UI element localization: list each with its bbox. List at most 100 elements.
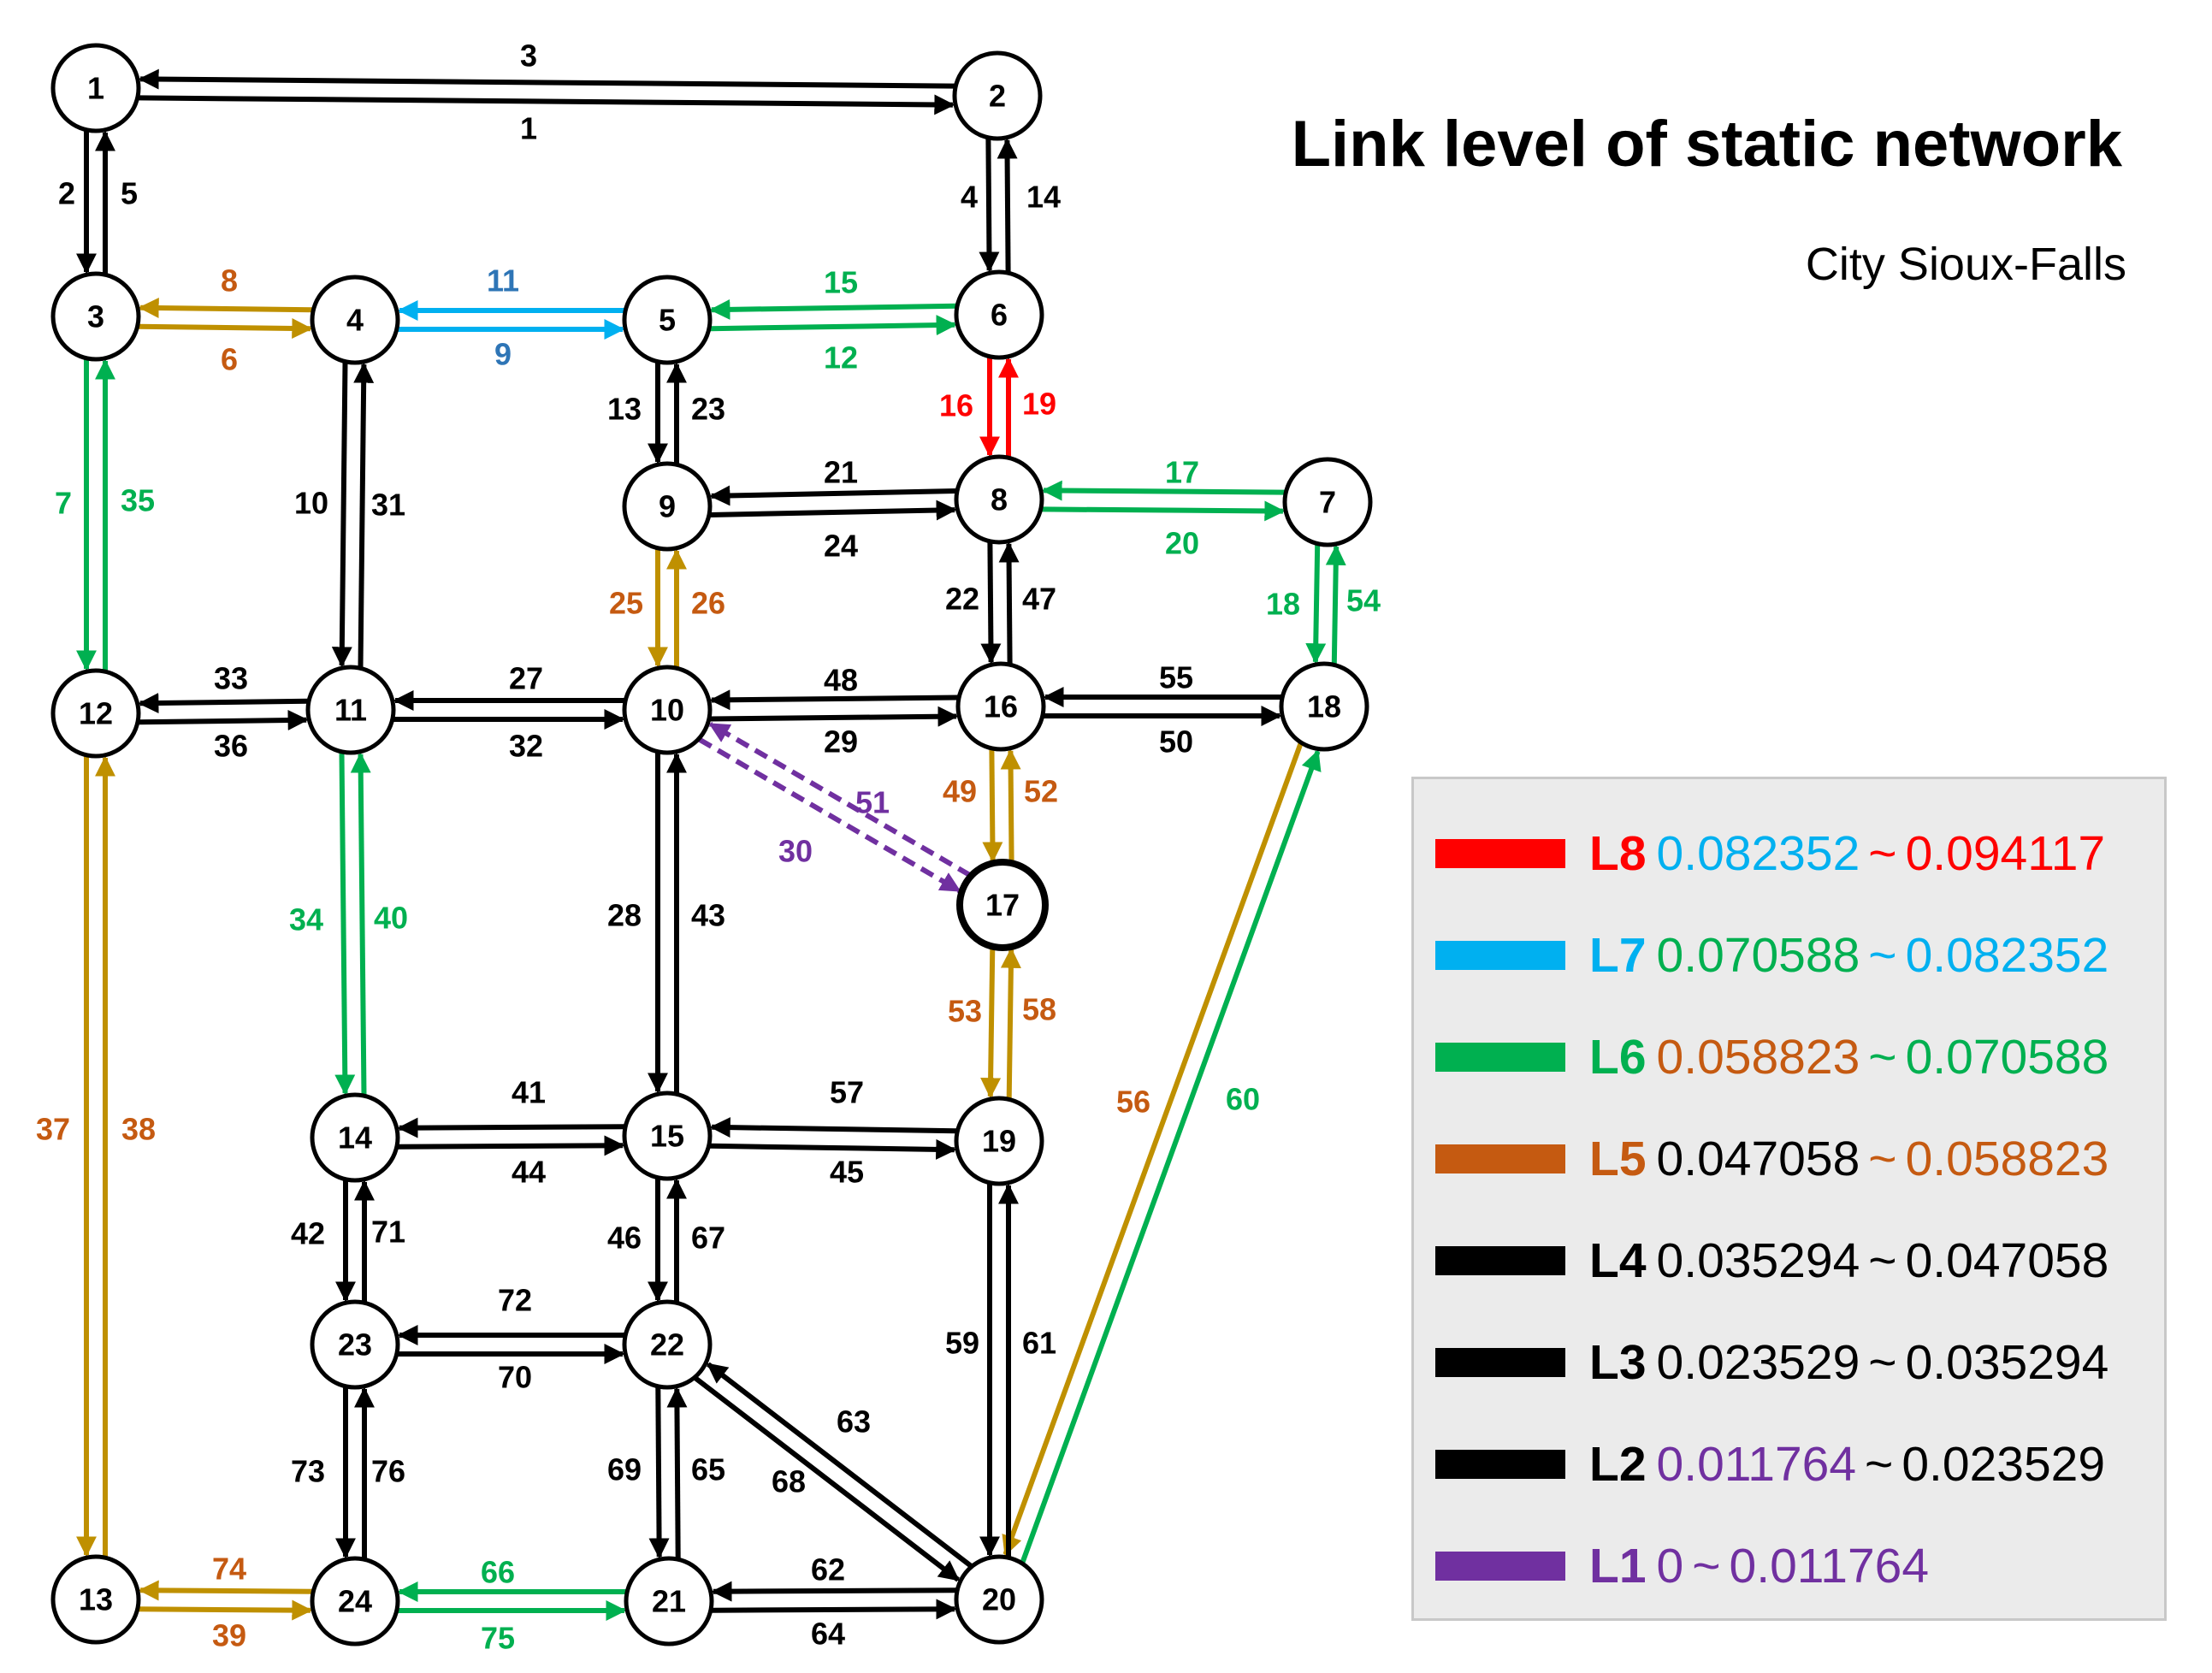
link-label-75: 75 <box>481 1621 515 1656</box>
legend-range-separator: ~ <box>1868 1030 1897 1085</box>
link-10-arrow <box>331 362 352 668</box>
node-3: 3 <box>50 271 141 362</box>
node-label-9: 9 <box>659 489 676 524</box>
legend-range-separator: ~ <box>1692 1539 1721 1593</box>
node-label-20: 20 <box>982 1582 1016 1617</box>
link-label-25: 25 <box>609 586 643 621</box>
link-label-8: 8 <box>221 263 238 299</box>
node-label-16: 16 <box>984 689 1018 724</box>
legend-range-high: 0.023529 <box>1901 1437 2106 1492</box>
node-1: 1 <box>50 43 141 133</box>
link-47-arrow <box>998 541 1020 664</box>
legend-range-high: 0.047058 <box>1905 1233 2109 1288</box>
link-label-24: 24 <box>824 529 858 564</box>
legend-level-label: L5 <box>1589 1132 1647 1186</box>
node-circle-7 <box>1282 457 1373 547</box>
legend-range-high: 0.011764 <box>1729 1539 1930 1593</box>
node-label-19: 19 <box>982 1124 1016 1159</box>
legend-range-low: 0 <box>1656 1539 1684 1593</box>
link-label-43: 43 <box>691 898 725 933</box>
link-49-arrow <box>982 749 1003 863</box>
node-label-21: 21 <box>652 1584 686 1619</box>
node-circle-15 <box>622 1091 713 1181</box>
node-circle-4 <box>310 275 400 365</box>
link-1-arrow <box>138 94 955 115</box>
node-circle-6 <box>954 269 1044 360</box>
node-label-17: 17 <box>985 888 1020 923</box>
legend-level-label: L4 <box>1589 1233 1647 1288</box>
link-label-17: 17 <box>1165 455 1199 490</box>
link-label-28: 28 <box>607 898 642 933</box>
link-6-arrow <box>138 318 313 340</box>
link-34-arrow <box>334 753 356 1096</box>
link-53-arrow <box>980 947 1002 1099</box>
node-11: 11 <box>305 665 396 755</box>
link-label-45: 45 <box>830 1155 864 1190</box>
legend-level-label: L6 <box>1589 1030 1647 1085</box>
link-label-9: 9 <box>494 337 512 372</box>
link-36-arrow <box>139 709 309 730</box>
link-29-arrow <box>710 706 959 727</box>
link-label-44: 44 <box>512 1155 546 1190</box>
link-label-76: 76 <box>371 1454 405 1489</box>
legend-range-high: 0.082352 <box>1905 928 2109 983</box>
node-circle-3 <box>50 271 141 362</box>
link-label-49: 49 <box>943 774 977 809</box>
link-39-arrow <box>138 1599 313 1621</box>
node-circle-20 <box>954 1554 1044 1645</box>
link-label-37: 37 <box>36 1112 70 1147</box>
link-label-18: 18 <box>1266 587 1300 622</box>
node-circle-21 <box>624 1556 714 1646</box>
node-4: 4 <box>310 275 400 365</box>
node-circle-19 <box>954 1096 1044 1186</box>
link-label-73: 73 <box>291 1454 325 1489</box>
link-label-63: 63 <box>837 1404 871 1439</box>
node-circle-11 <box>305 665 396 755</box>
node-label-8: 8 <box>991 482 1008 517</box>
link-label-50: 50 <box>1159 724 1193 760</box>
link-label-12: 12 <box>824 340 858 375</box>
link-label-15: 15 <box>824 265 858 300</box>
link-30-arrow <box>698 737 961 893</box>
node-label-18: 18 <box>1307 689 1341 724</box>
node-18: 18 <box>1279 661 1369 752</box>
link-label-27: 27 <box>509 661 543 696</box>
link-label-11: 11 <box>487 263 519 299</box>
link-label-16: 16 <box>939 388 973 423</box>
link-label-33: 33 <box>214 661 248 696</box>
link-label-55: 55 <box>1159 660 1193 695</box>
node-label-2: 2 <box>989 79 1006 114</box>
link-33-arrow <box>138 693 308 714</box>
legend-level-label: L8 <box>1589 826 1647 881</box>
link-label-72: 72 <box>498 1283 532 1318</box>
legend-range-separator: ~ <box>1868 1233 1897 1288</box>
link-label-57: 57 <box>830 1075 864 1110</box>
node-circle-5 <box>622 275 713 365</box>
node-21: 21 <box>624 1556 714 1646</box>
link-48-arrow <box>709 689 958 711</box>
node-circle-22 <box>622 1299 713 1390</box>
link-label-66: 66 <box>481 1555 515 1590</box>
link-label-65: 65 <box>691 1452 725 1487</box>
legend-range-separator: ~ <box>1865 1437 1894 1492</box>
link-label-69: 69 <box>607 1452 642 1487</box>
node-6: 6 <box>954 269 1044 360</box>
legend-range-low: 0.047058 <box>1656 1132 1860 1186</box>
link-label-13: 13 <box>607 392 642 427</box>
legend-range-separator: ~ <box>1868 928 1897 983</box>
legend-swatch <box>1435 839 1565 868</box>
link-41-arrow <box>397 1117 624 1138</box>
link-12-arrow <box>710 315 957 336</box>
link-62-arrow <box>711 1581 956 1602</box>
node-15: 15 <box>622 1091 713 1181</box>
link-52-arrow <box>1000 748 1021 862</box>
link-label-22: 22 <box>945 582 979 617</box>
legend-range-separator: ~ <box>1868 1335 1897 1390</box>
link-21-arrow <box>709 485 956 506</box>
node-23: 23 <box>310 1299 400 1390</box>
node-9: 9 <box>622 461 713 552</box>
